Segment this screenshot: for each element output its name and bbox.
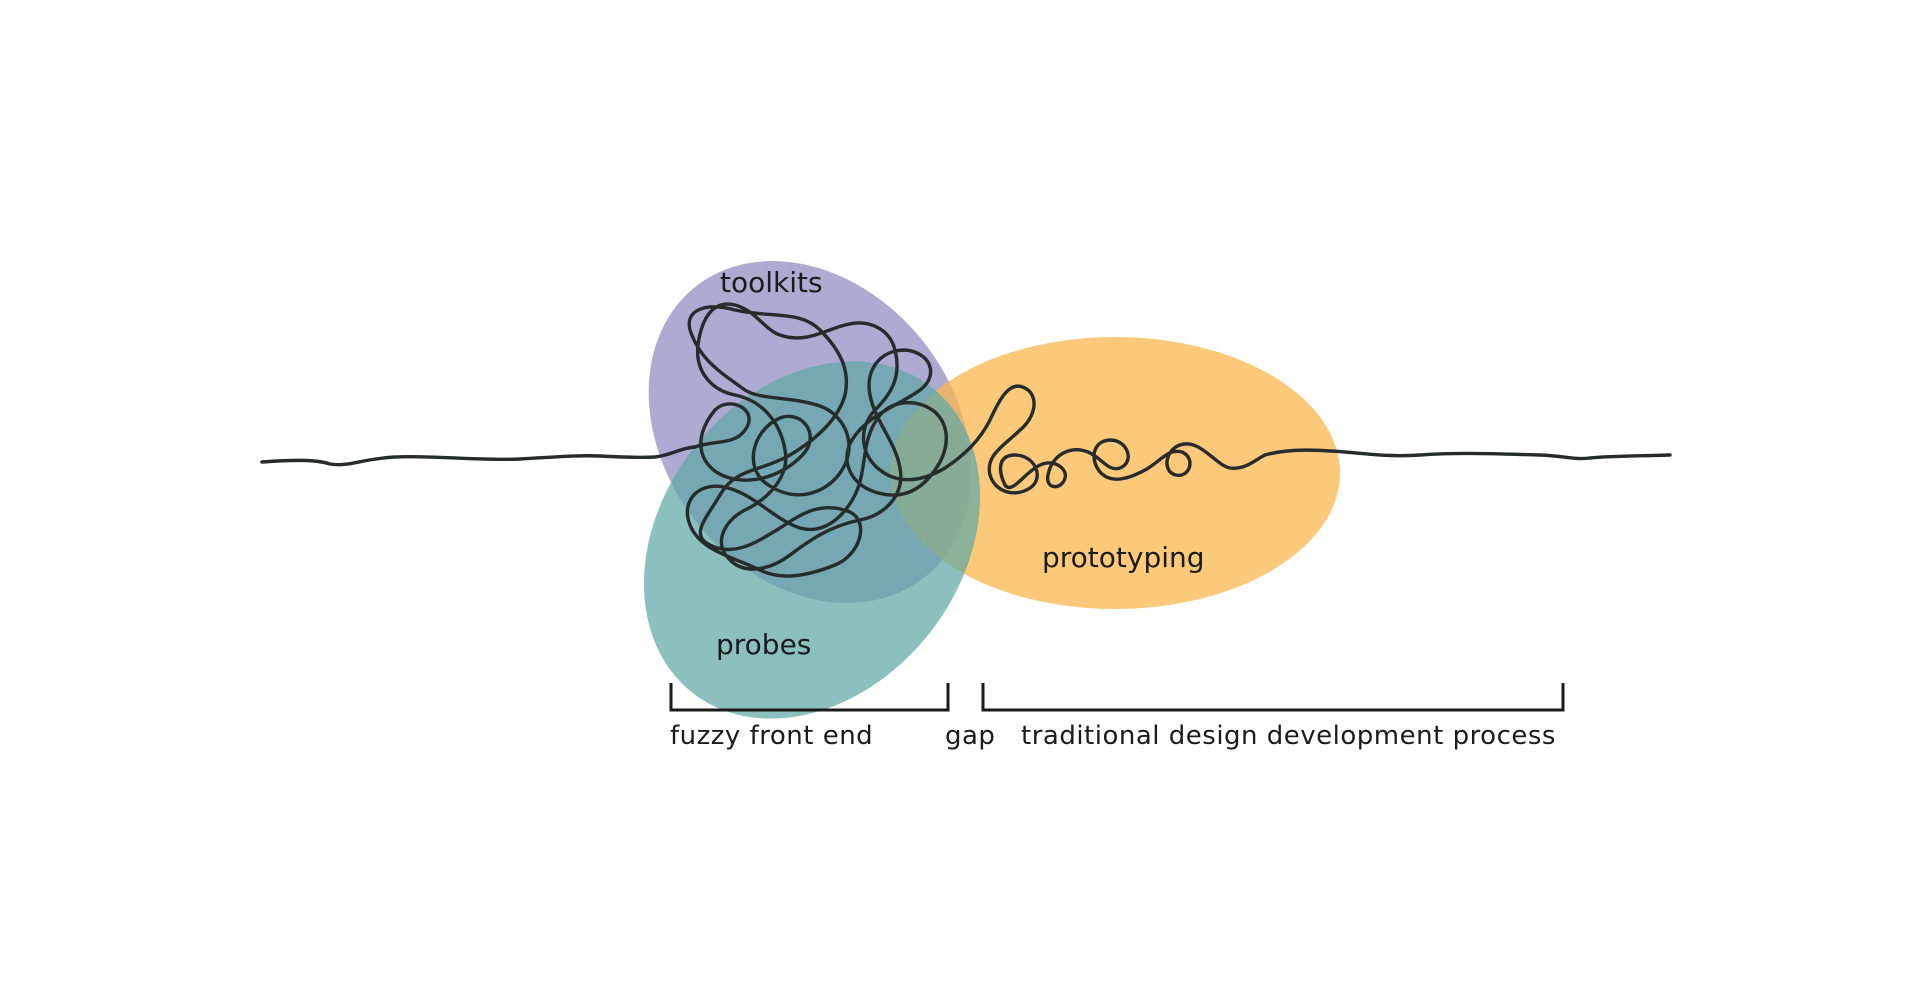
fuzzy-front-end-label: fuzzy front end — [670, 721, 873, 751]
process-tangle — [685, 302, 1039, 578]
process-loops — [1003, 438, 1267, 489]
toolkits-label: toolkits — [720, 266, 823, 299]
traditional-process-label: traditional design development process — [1021, 721, 1556, 751]
process-line-left — [260, 445, 697, 467]
traditional-process-bracket — [981, 683, 1565, 712]
regions — [643, 261, 1340, 719]
prototyping-region — [890, 337, 1340, 609]
prototyping-label: prototyping — [1042, 541, 1205, 574]
phase-labels: fuzzy front end gap traditional design d… — [670, 721, 1556, 751]
gap-label: gap — [945, 721, 995, 751]
fuzzy-front-end-bracket — [669, 683, 950, 712]
phase-brackets — [669, 683, 1565, 712]
probes-label: probes — [716, 628, 811, 661]
process-line — [260, 302, 1672, 578]
process-line-right — [1263, 448, 1672, 461]
region-labels: toolkits prototyping probes — [716, 266, 1205, 661]
